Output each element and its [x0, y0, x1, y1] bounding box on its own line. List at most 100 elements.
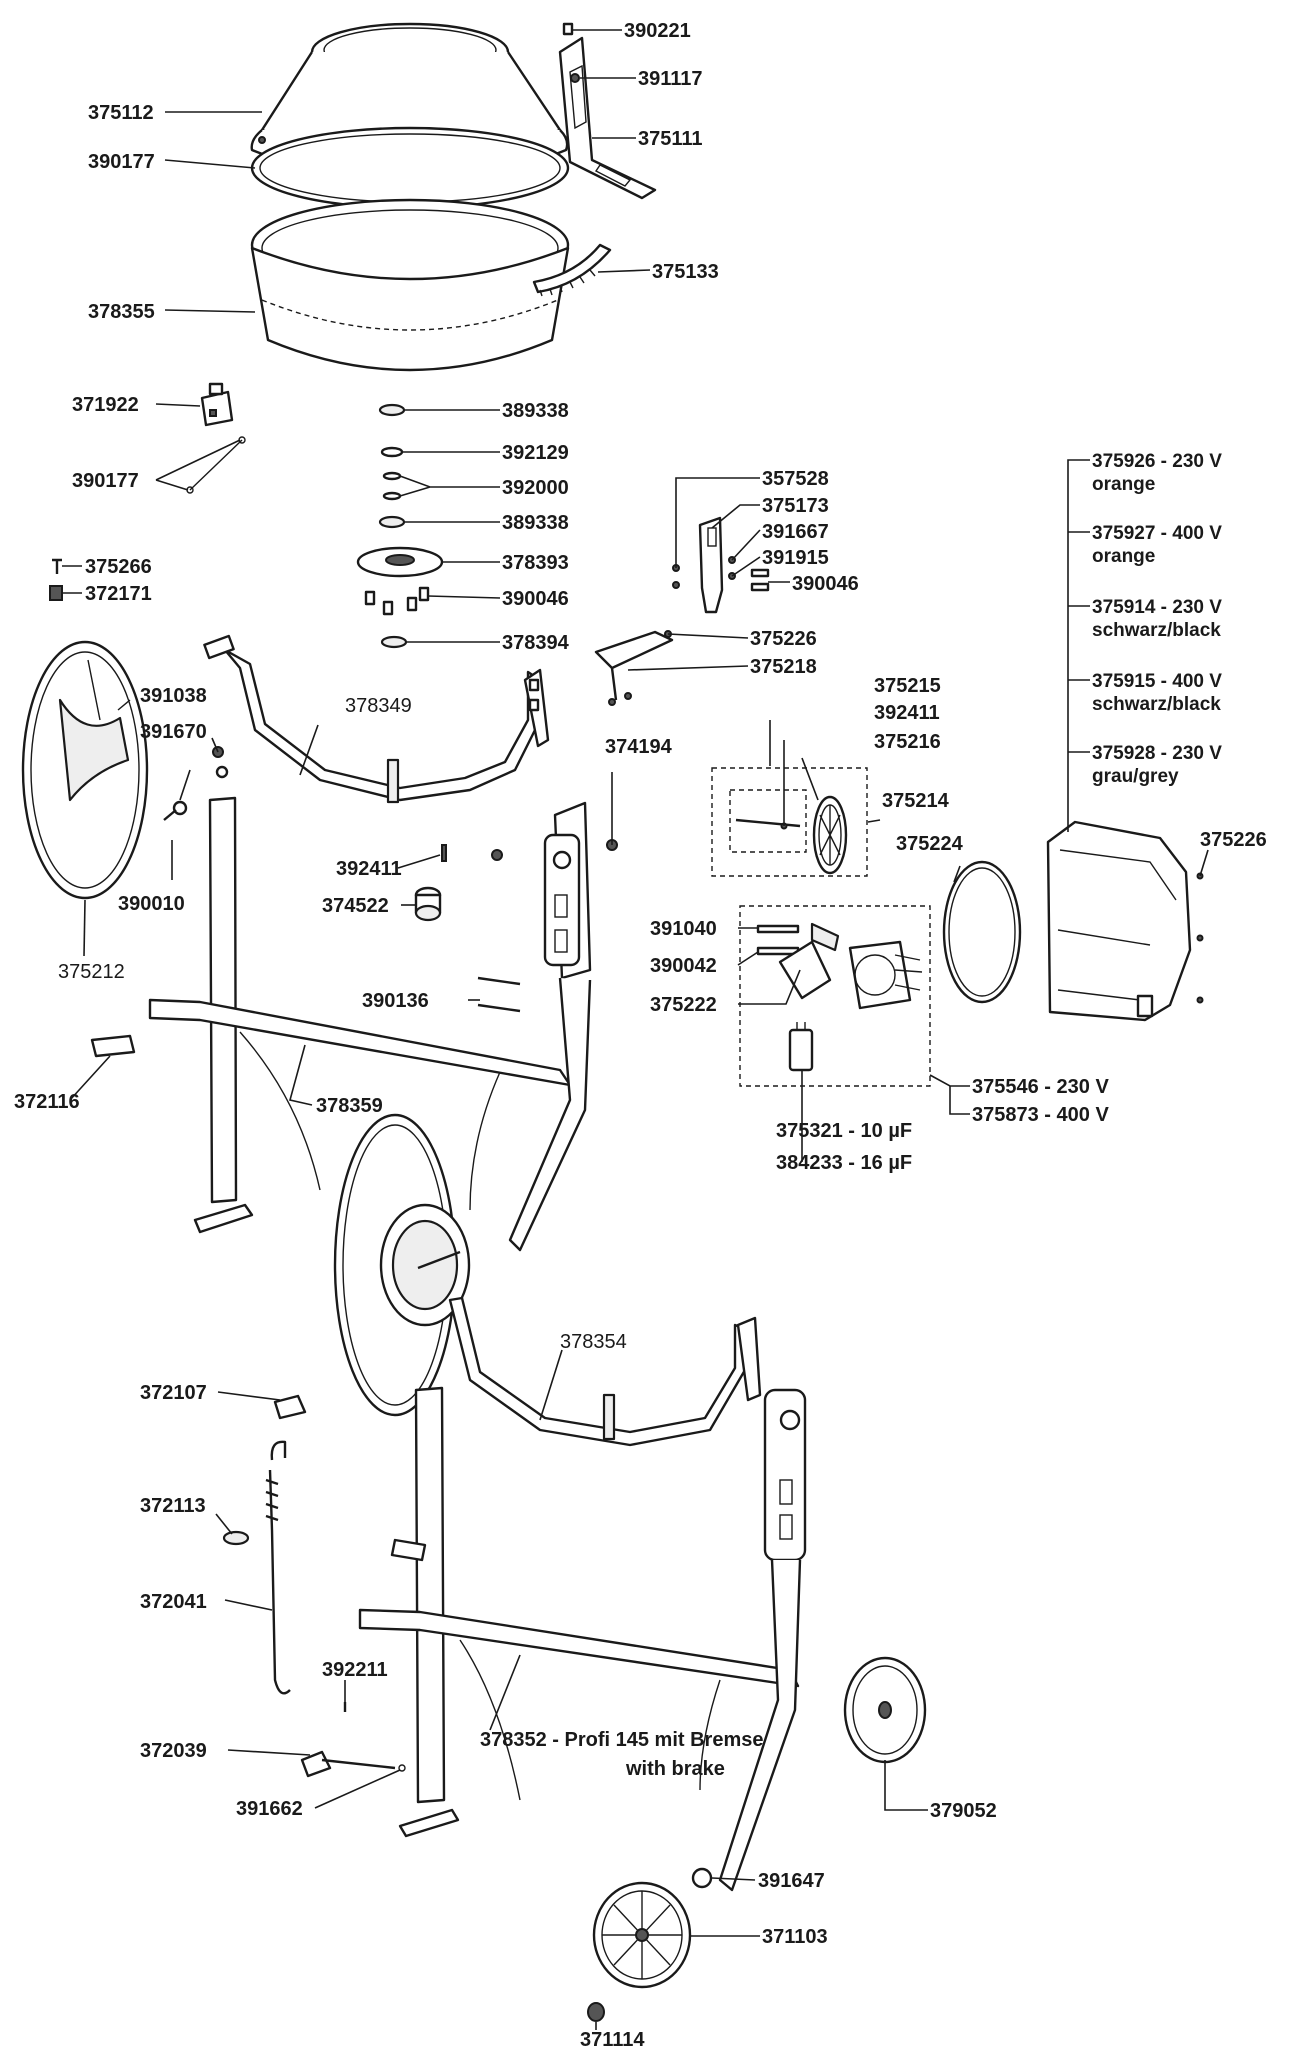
label-375112: 375112 — [88, 102, 154, 124]
label-375321: 375321 - 10 µF — [776, 1120, 912, 1142]
label-392129: 392129 — [502, 442, 569, 464]
label-375216: 375216 — [874, 731, 941, 753]
label-375927-color: orange — [1092, 546, 1155, 567]
label-375546: 375546 - 230 V — [972, 1076, 1109, 1098]
label-372041: 372041 — [140, 1591, 207, 1613]
bracket-375111 — [558, 22, 657, 200]
label-390010: 390010 — [118, 893, 185, 915]
motor-assembly-375546 — [739, 905, 931, 1087]
part-labels: 390221 391117 375111 375112 390177 37513… — [14, 20, 1267, 2051]
label-392411-a: 392411 — [874, 702, 940, 724]
label-375927: 375927 - 400 V — [1092, 523, 1222, 544]
frame-post-lower-left — [398, 1386, 460, 1838]
label-375926-color: orange — [1092, 474, 1155, 495]
label-391667: 391667 — [762, 521, 829, 543]
label-390177-wire: 390177 — [72, 470, 139, 492]
label-375915: 375915 - 400 V — [1092, 671, 1222, 692]
clamp-371922 — [200, 382, 234, 427]
label-390177-top: 390177 — [88, 151, 155, 173]
handwheel-lower — [333, 1113, 471, 1417]
label-375222: 375222 — [650, 994, 717, 1016]
label-390221: 390221 — [624, 20, 691, 42]
label-389338-a: 389338 — [502, 400, 569, 422]
label-392211: 392211 — [322, 1659, 388, 1681]
label-372107: 372107 — [140, 1382, 207, 1404]
label-375226-b: 375226 — [1200, 829, 1267, 851]
motor-bracket-375173 — [672, 516, 770, 614]
label-390046-b: 390046 — [792, 573, 859, 595]
brake-parts — [222, 1394, 406, 1778]
label-375111: 375111 — [638, 128, 703, 150]
label-378352: 378352 - Profi 145 mit Bremse — [480, 1729, 764, 1751]
gear-segment-375133 — [532, 243, 612, 297]
wheel-379052 — [843, 1656, 927, 1764]
label-378394: 378394 — [502, 632, 570, 654]
motor-cover-375926 — [1046, 820, 1204, 1022]
label-390136: 390136 — [362, 990, 429, 1012]
label-389338-b: 389338 — [502, 512, 569, 534]
label-375214: 375214 — [882, 790, 950, 812]
label-375173: 375173 — [762, 495, 829, 517]
label-375266: 375266 — [85, 556, 152, 578]
label-375928: 375928 - 230 V — [1092, 743, 1222, 764]
leader-lines — [62, 29, 1209, 2030]
frame-lower-378354 — [448, 1296, 762, 1447]
label-375926: 375926 - 230 V — [1092, 451, 1222, 472]
label-374522: 374522 — [322, 895, 389, 917]
label-371103: 371103 — [762, 1926, 828, 1948]
label-384233: 384233 - 16 µF — [776, 1152, 912, 1174]
belt-375224 — [942, 860, 1022, 1004]
plate-375218 — [594, 630, 674, 706]
handwheel-375212 — [21, 640, 149, 900]
label-372039: 372039 — [140, 1740, 207, 1762]
frame-upper-378349 — [203, 634, 550, 804]
label-378359: 378359 — [316, 1095, 383, 1117]
label-391038: 391038 — [140, 685, 207, 707]
label-372171: 372171 — [85, 583, 152, 605]
label-391915: 391915 — [762, 547, 829, 569]
label-372113: 372113 — [140, 1495, 206, 1517]
bolt-390136 — [477, 976, 521, 986]
gear-374522 — [414, 886, 442, 922]
label-375133: 375133 — [652, 261, 719, 283]
label-375914-color: schwarz/black — [1092, 620, 1221, 641]
label-390042: 390042 — [650, 955, 717, 977]
label-371114: 371114 — [580, 2029, 645, 2051]
label-378352-brake: with brake — [625, 1758, 725, 1780]
label-379052: 379052 — [930, 1800, 997, 1822]
label-378355: 378355 — [88, 301, 155, 323]
label-374194: 374194 — [605, 736, 673, 758]
label-378393: 378393 — [502, 552, 569, 574]
pin-375266 — [49, 558, 63, 601]
label-375215: 375215 — [874, 675, 941, 697]
frame-upright-lower-right — [718, 1388, 807, 1892]
label-392411-b: 392411 — [336, 858, 402, 880]
label-392000: 392000 — [502, 477, 569, 499]
label-372116: 372116 — [14, 1091, 80, 1113]
wheel-assembly-375214 — [711, 767, 868, 877]
label-375212: 375212 — [58, 961, 125, 983]
label-391670: 391670 — [140, 721, 207, 743]
label-375224: 375224 — [896, 833, 964, 855]
label-375218: 375218 — [750, 656, 817, 678]
wire-390177 — [189, 439, 243, 491]
label-378354: 378354 — [560, 1331, 627, 1353]
label-391117: 391117 — [638, 68, 703, 90]
washer-391647 — [691, 1867, 713, 1889]
label-391662: 391662 — [236, 1798, 303, 1820]
wheel-371103 — [592, 1881, 692, 1989]
washer-stack — [356, 403, 444, 649]
frame-upright-right — [491, 801, 618, 1252]
drum-bowl-378355 — [250, 198, 570, 372]
label-375928-color: grau/grey — [1092, 766, 1179, 787]
frame-post-left — [193, 796, 254, 1234]
label-378349: 378349 — [345, 695, 412, 717]
label-391040: 391040 — [650, 918, 717, 940]
washer-371114 — [587, 2002, 605, 2022]
label-375915-color: schwarz/black — [1092, 694, 1221, 715]
label-375873: 375873 - 400 V — [972, 1104, 1109, 1126]
gasket-ring-390177 — [250, 126, 570, 210]
crossbar-378352 — [358, 1538, 800, 1801]
pin-392411 — [441, 844, 447, 862]
